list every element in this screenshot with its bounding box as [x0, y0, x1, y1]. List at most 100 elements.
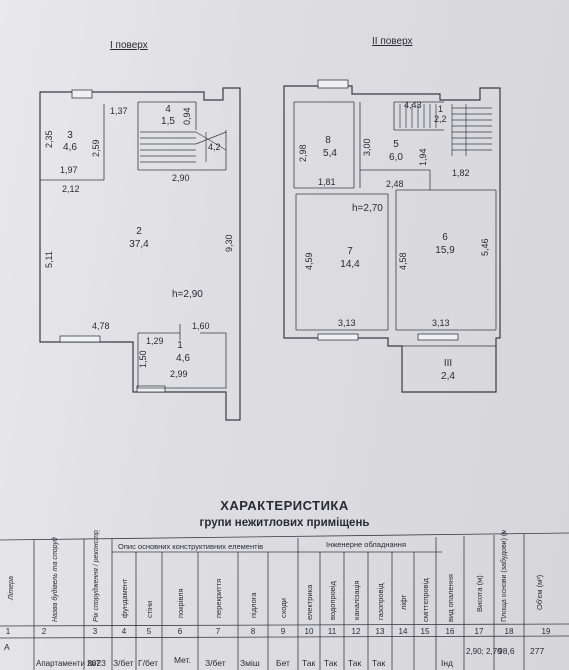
- dimension: 2,12: [62, 184, 80, 194]
- floor1-window: [136, 385, 166, 393]
- document-title: ХАРАКТЕРИСТИКА: [220, 498, 349, 513]
- dimension: 3,00: [362, 138, 372, 156]
- dimension: 4,58: [398, 252, 408, 270]
- column-header: Літера: [7, 576, 15, 601]
- row-struct-cell: З/бет: [205, 658, 226, 668]
- column-number: 3: [93, 627, 98, 636]
- room-number: 6: [442, 232, 448, 243]
- floor1-window: [59, 335, 101, 343]
- room-number: III: [444, 358, 452, 369]
- floor-plan-drawing: 3 4,6 4 1,5 2 37,4 1 4,6 h=2,90 2,35 2,5…: [39, 79, 501, 421]
- room-area: 1,5: [161, 116, 175, 127]
- column-number: 8: [251, 627, 256, 636]
- dimension: 4,2: [208, 142, 221, 152]
- floor1-plan: [39, 87, 241, 421]
- column-header: Назва будівель та споруд: [51, 537, 59, 622]
- dimension: 1,50: [138, 350, 148, 368]
- dimension: 5,11: [44, 251, 54, 268]
- dimension: 1,97: [60, 165, 78, 175]
- row-struct-cell: Зміш: [240, 658, 260, 668]
- row-eng-cell: Так: [324, 658, 338, 668]
- column-number: 14: [399, 627, 408, 636]
- column-number: 16: [446, 627, 455, 636]
- table-grid: [0, 532, 569, 670]
- room-number: 7: [347, 246, 353, 257]
- floor2-title: II поверх: [372, 36, 413, 47]
- column-header: покрівля: [176, 588, 185, 618]
- column-number: 11: [328, 627, 337, 636]
- row-letter: А: [4, 642, 10, 652]
- row-struct-cell: Бет: [276, 658, 290, 668]
- room-area: 14,4: [340, 259, 360, 270]
- row-eng-cell: Інд: [441, 658, 453, 668]
- row-struct-cell: Г/бет: [138, 658, 158, 668]
- column-number-row: 1 2 3 4 5 6 7 8 9 10 11 12 13 14 15 16 1…: [6, 627, 551, 636]
- dimension: 4,43: [404, 100, 422, 110]
- column-header: Рік спорудження / реконструкції: [92, 530, 100, 622]
- column-number: 10: [305, 627, 314, 636]
- dimension: 2,99: [170, 369, 188, 379]
- column-header: Висота (м): [475, 575, 484, 612]
- dimension: 1,29: [146, 336, 164, 346]
- column-number: 15: [421, 627, 430, 636]
- room-area: 5,4: [323, 148, 337, 159]
- column-number: 2: [42, 627, 47, 636]
- room-number: 1: [177, 340, 183, 351]
- row-area: 98,6: [498, 646, 515, 656]
- room-number: 4: [165, 104, 171, 115]
- row-eng-cell: Так: [302, 658, 316, 668]
- room-number: 8: [325, 135, 331, 146]
- row-height: 2,90; 2,70: [466, 647, 502, 656]
- room-number: 3: [67, 130, 73, 141]
- dimension: 4,78: [92, 321, 110, 331]
- dimension: 2,98: [298, 144, 308, 162]
- column-header: каналізація: [352, 580, 361, 620]
- room-area: 37,4: [129, 239, 149, 250]
- dimension: 2,2: [434, 114, 447, 124]
- column-number: 6: [178, 627, 183, 636]
- dimension: 3,13: [432, 318, 450, 328]
- room-area: 4,6: [176, 353, 190, 364]
- characteristics-table: Літера Назва будівель та споруд Рік спор…: [0, 530, 569, 670]
- column-header: газопровід: [376, 583, 385, 620]
- dimension: 1,60: [192, 321, 210, 331]
- column-number: 5: [147, 627, 152, 636]
- row-year: 2023: [87, 658, 106, 668]
- dimension: 2,48: [386, 179, 404, 189]
- column-header: фундамент: [120, 578, 129, 618]
- dimension: 1,82: [452, 168, 470, 178]
- dimension: 9,30: [224, 234, 234, 252]
- dimension: 0,94: [182, 107, 192, 125]
- column-header: водопровід: [328, 580, 337, 620]
- dimension: 3,13: [338, 318, 356, 328]
- column-header: сміттєпровід: [421, 578, 430, 622]
- room-area: 4,6: [63, 142, 77, 153]
- floor2-plan: [283, 79, 501, 393]
- room-area: 2,4: [441, 371, 455, 382]
- dimension: 1,94: [418, 148, 428, 166]
- column-header: Площа основи (забудови) (м²): [500, 530, 508, 622]
- room-number: 5: [393, 139, 399, 150]
- dimension: 1,37: [110, 106, 128, 116]
- column-header: вид опалення: [446, 574, 455, 622]
- dimension: 5,46: [480, 238, 490, 256]
- dimension: 2,90: [172, 173, 190, 183]
- column-number: 13: [376, 627, 385, 636]
- column-header: підлога: [249, 592, 258, 618]
- dimension: 1: [438, 104, 443, 114]
- row-eng-cell: Так: [348, 658, 362, 668]
- column-header: перекриття: [214, 579, 223, 618]
- dimension: 4,59: [304, 252, 314, 270]
- floor1-title: I поверх: [110, 40, 148, 51]
- column-number: 17: [475, 627, 484, 636]
- row-struct-cell: Мет.: [174, 655, 191, 665]
- room-number: 2: [136, 226, 142, 237]
- room-area: 15,9: [435, 245, 455, 256]
- row-volume: 277: [530, 646, 544, 656]
- column-header: ліфт: [399, 594, 408, 610]
- column-group-header: Опис основних конструктивних елементів: [118, 542, 263, 551]
- column-number: 9: [281, 627, 286, 636]
- column-header: електрика: [305, 584, 314, 620]
- table-row: А Апартаменти №7 2023 З/бет Г/бет Мет. З…: [4, 642, 544, 668]
- dimension: 1,81: [318, 177, 336, 187]
